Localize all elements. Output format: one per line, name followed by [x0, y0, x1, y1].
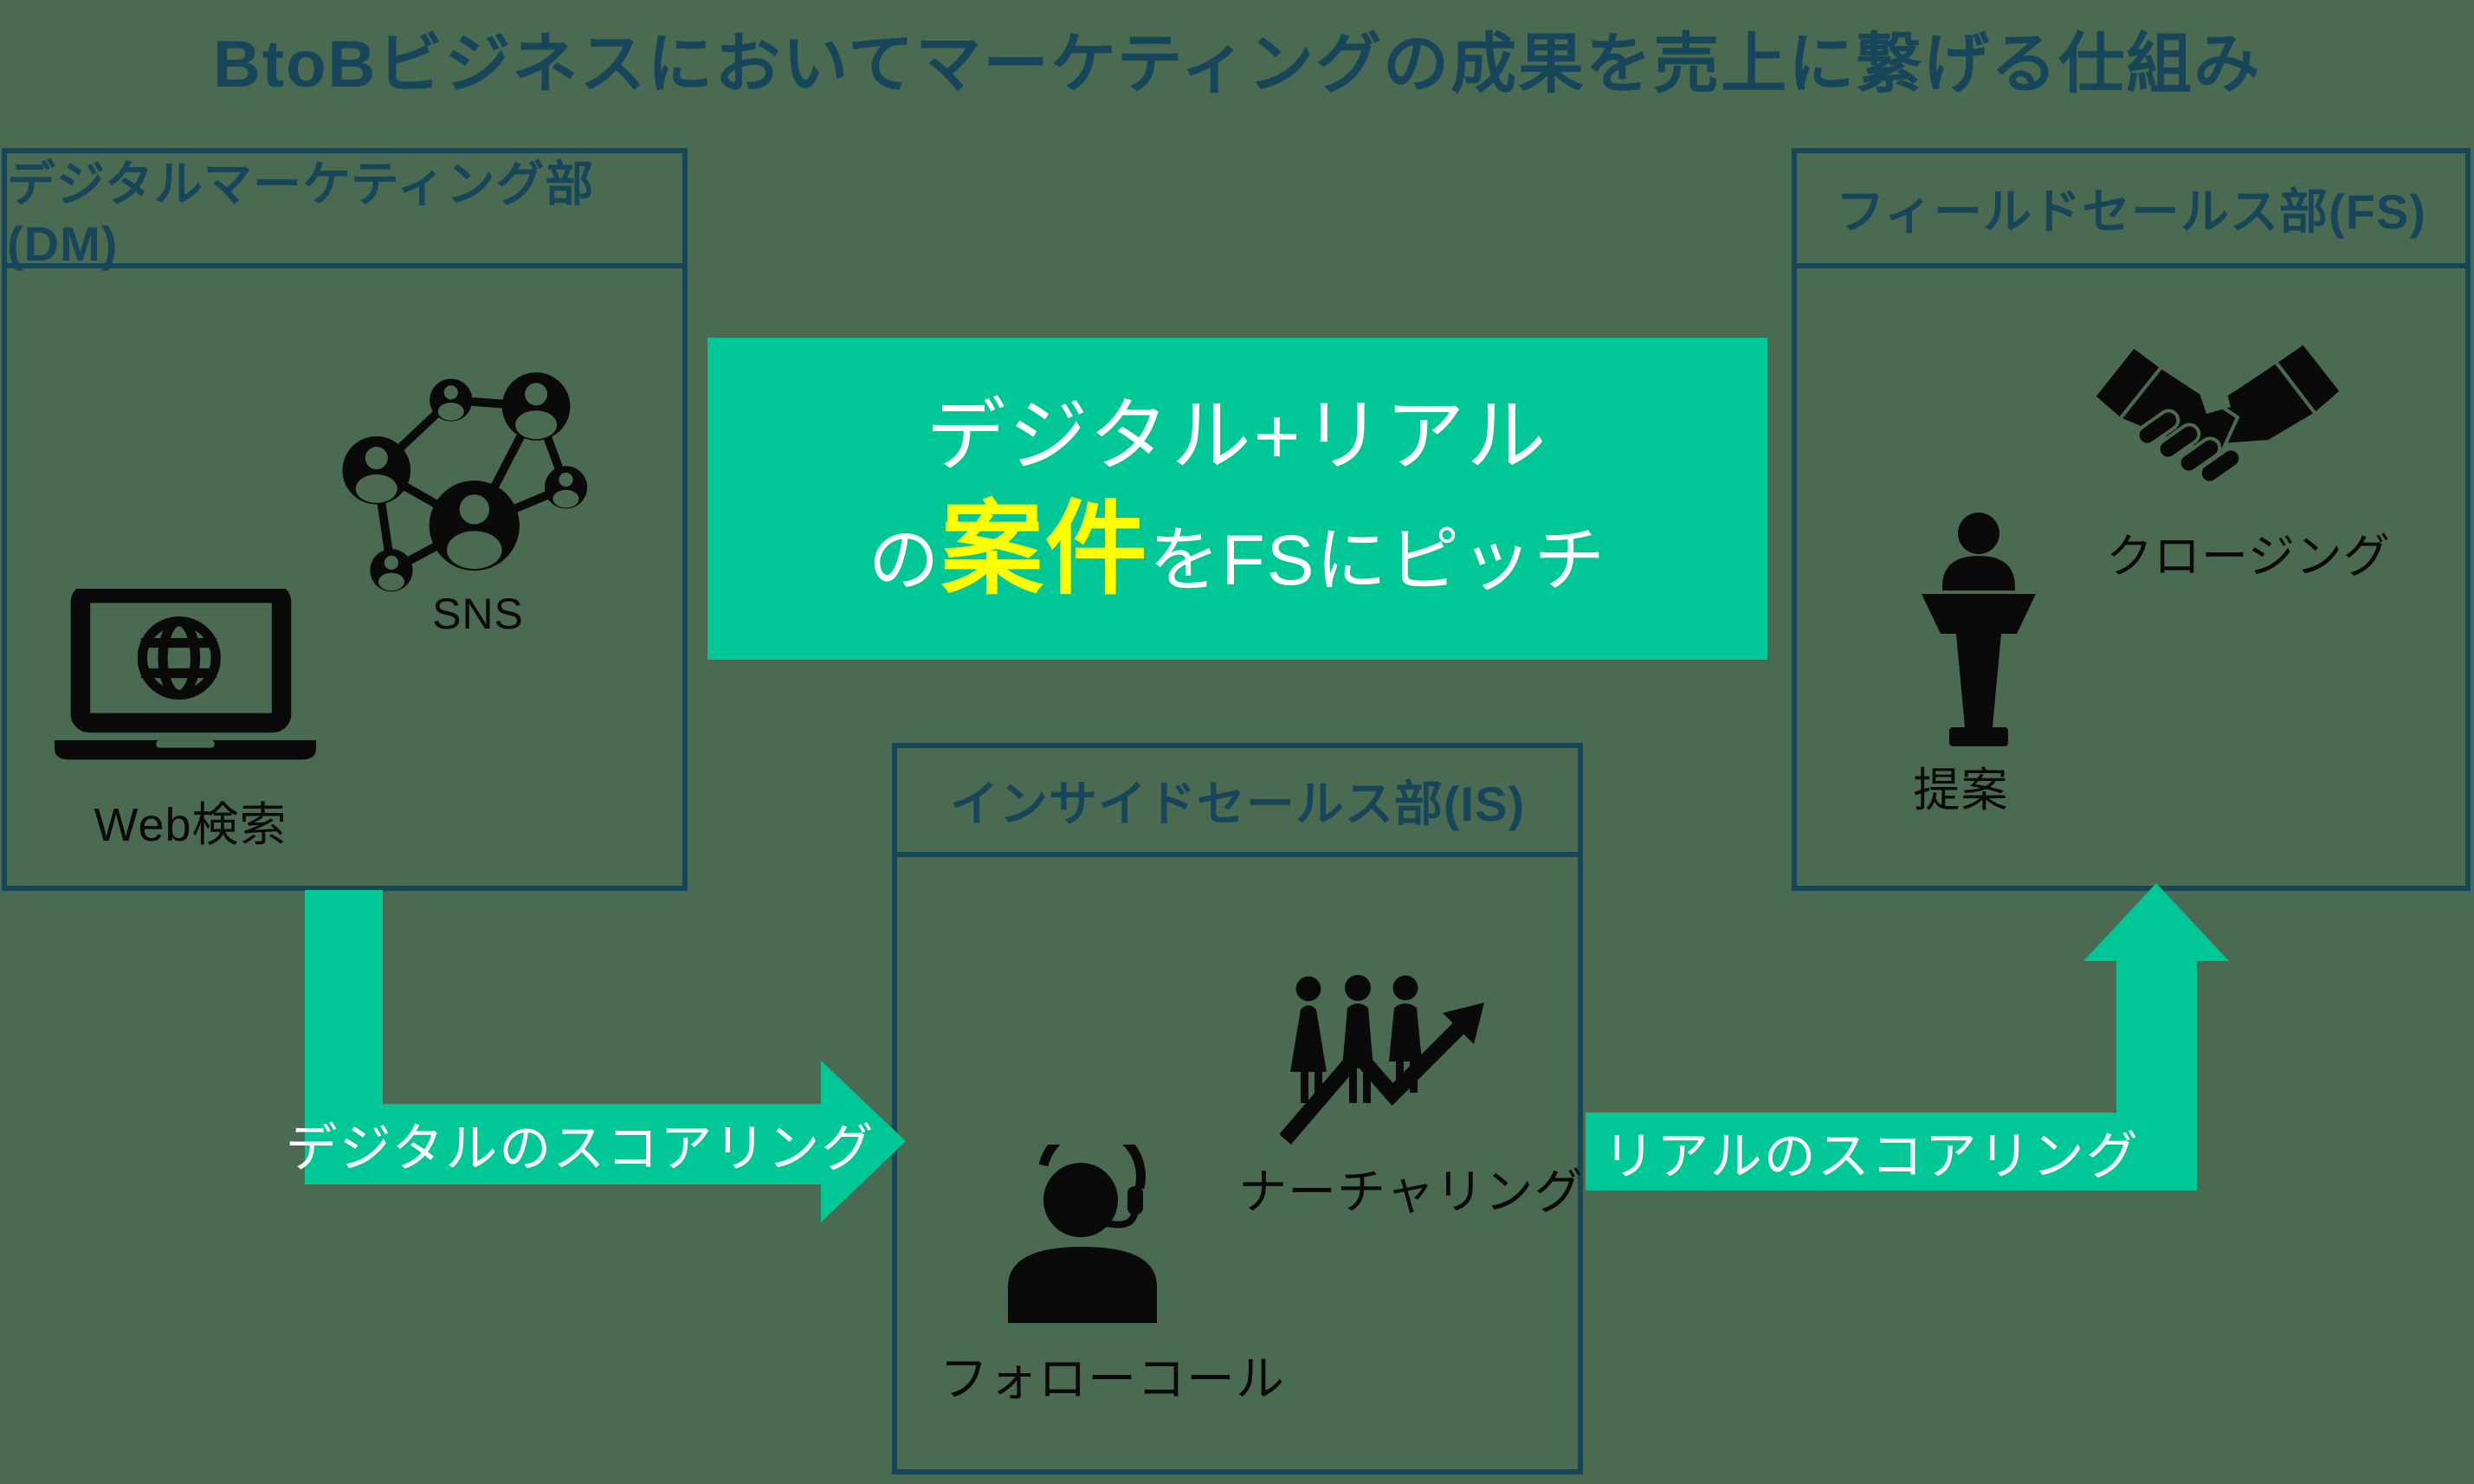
diagram-title: BtoBビジネスにおいてマーケティングの成果を売上に繋げる仕組み	[212, 28, 2262, 101]
web-search-label: Web検索	[94, 799, 287, 851]
banner-line2-prefix: の	[868, 521, 941, 600]
is-to-fs-arrow-horizontal	[1586, 1113, 2197, 1190]
proposal-label: 提案	[1913, 765, 2009, 816]
banner-line2-suffix: をFSにピッチ	[1148, 521, 1607, 600]
dm-to-is-arrowhead	[821, 1061, 906, 1223]
nurturing-label: ナーチャリング	[1238, 1165, 1584, 1219]
sns-label: SNS	[432, 590, 524, 638]
follow-call-label: フォローコール	[940, 1352, 1285, 1406]
dm-to-is-arrow-horizontal	[305, 1104, 821, 1184]
sns-network-icon	[342, 372, 588, 592]
fs-box-header: フィールドセールス部(FS)	[1797, 153, 2465, 268]
is-box-header: インサイドセールス部(IS)	[897, 748, 1578, 857]
nurturing-growth-icon	[1280, 975, 1484, 1145]
closing-label: クロージング	[2106, 531, 2391, 583]
podium-presenter-icon	[1922, 513, 2036, 746]
is-to-fs-arrowhead	[2083, 883, 2229, 961]
pitch-banner: デジタル+リアル の案件をFSにピッチ	[707, 338, 1767, 660]
fs-department-box: フィールドセールス部(FS)	[1792, 148, 2471, 891]
banner-line2: の案件をFSにピッチ	[869, 499, 1607, 601]
banner-highlight: 案件	[940, 493, 1149, 607]
is-to-fs-arrow-label: リアルのスコアリング	[1603, 1126, 2140, 1185]
dm-department-box: デジタルマーケティング部(DM)	[2, 148, 688, 891]
dm-box-header: デジタルマーケティング部(DM)	[7, 153, 682, 271]
banner-line1: デジタル+リアル	[926, 392, 1549, 481]
headset-operator-icon	[1008, 1145, 1157, 1323]
laptop-web-search-icon	[55, 589, 316, 760]
dm-to-is-arrow-label: デジタルのスコアリング	[285, 1119, 875, 1178]
handshake-icon	[2092, 340, 2343, 485]
is-to-fs-arrow-vertical	[2116, 959, 2197, 1190]
